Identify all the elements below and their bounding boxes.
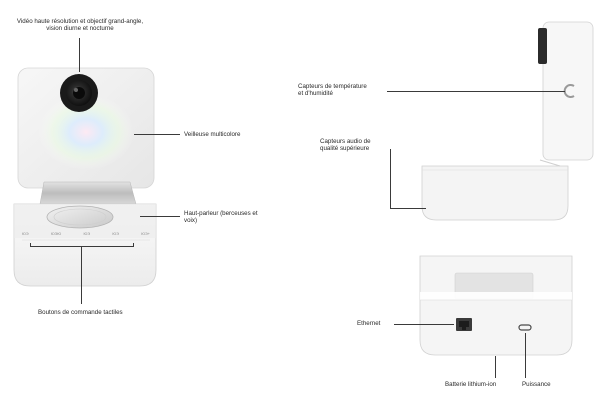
touch-button-3[interactable]: ЮЭ xyxy=(83,232,91,236)
monitor-side xyxy=(421,21,594,221)
ethernet-port-icon xyxy=(456,318,472,331)
label-speaker-line2: voix) xyxy=(184,217,198,225)
touch-button-1[interactable]: ЮЭ xyxy=(22,232,29,236)
label-video: Vidéo haute résolution et objectif grand… xyxy=(8,18,152,33)
monitor-front xyxy=(13,67,157,287)
label-temp-sensors: Capteurs de température et d'humidité xyxy=(298,83,367,98)
touch-button-2[interactable]: ЮЭЮ xyxy=(50,232,62,236)
label-speaker: Haut-parleur (berceuses et voix) xyxy=(184,210,258,225)
label-video-line1: Vidéo haute résolution et objectif grand… xyxy=(16,18,144,25)
label-audio-line2: qualité supérieure xyxy=(320,145,370,153)
label-temp-line1: Capteurs de température xyxy=(298,83,367,90)
touch-button-4[interactable]: ЮЭ xyxy=(112,232,119,236)
label-video-line2: vision diurne et nocturne xyxy=(46,25,114,33)
monitor-back xyxy=(419,255,573,356)
label-touch-buttons: Boutons de commande tactiles xyxy=(38,309,123,316)
label-speaker-line1: Haut-parleur (berceuses et xyxy=(184,210,258,217)
label-temp-line2: et d'humidité xyxy=(298,90,333,98)
touch-button-5[interactable]: ЮЭ+ xyxy=(141,232,150,236)
label-ethernet: Ethernet xyxy=(357,320,381,327)
touch-button-labels: ЮЭ ЮЭЮ ЮЭ ЮЭ ЮЭ+ xyxy=(22,232,150,236)
label-battery: Batterie lithium-ion xyxy=(445,381,497,388)
speaker-icon xyxy=(46,205,114,229)
power-port-icon xyxy=(518,324,532,331)
label-audio-sensors: Capteurs audio de qualité supérieure xyxy=(320,138,371,153)
label-power: Puissance xyxy=(522,381,551,388)
label-nightlight: Veilleuse multicolore xyxy=(184,131,241,138)
label-audio-line1: Capteurs audio de xyxy=(320,138,371,145)
